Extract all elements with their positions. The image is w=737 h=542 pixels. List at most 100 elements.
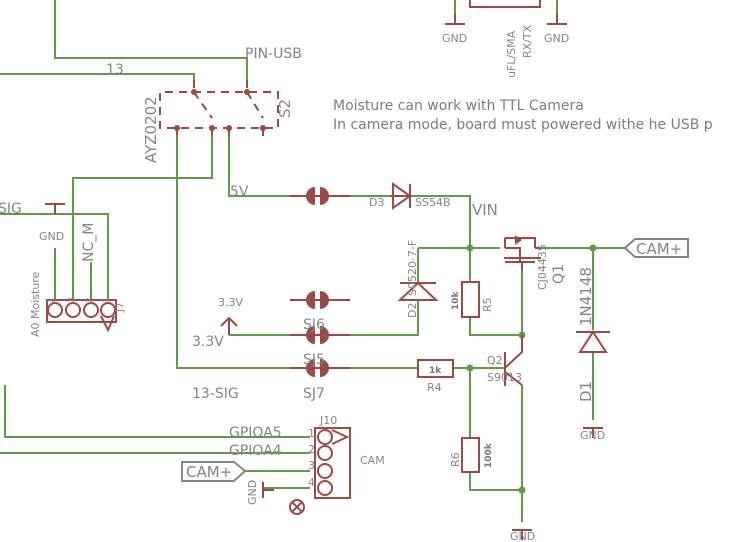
switch-pin: [209, 125, 215, 131]
note-line-1: Moisture can work with TTL Camera: [333, 98, 584, 114]
connector-pin: [65, 302, 81, 318]
mosfet-q1: [504, 237, 541, 270]
gnd-label: GND: [442, 32, 467, 45]
transistor-q2: [504, 335, 523, 386]
j10-pin: 2: [308, 443, 315, 456]
d1-value: 1N4148: [577, 267, 595, 326]
gnd-label: GND: [39, 230, 64, 243]
junction-dot: [518, 486, 526, 494]
wire: [469, 472, 522, 491]
q2-value: S9013: [487, 371, 522, 384]
r6-name: R6: [449, 452, 462, 467]
switch-name: S2: [276, 99, 294, 118]
wire: [330, 300, 419, 336]
no-connect-marker: [289, 499, 305, 515]
gnd-symbol: [262, 482, 274, 498]
connector-pin: [317, 445, 333, 461]
connector-pin: [100, 302, 116, 318]
j7-pin: 4: [49, 297, 59, 303]
net-label-13-sig: 13-SIG: [192, 386, 239, 402]
r5-name: R5: [481, 297, 494, 312]
wire: [0, 73, 195, 80]
net-label-pin-usb: PIN-USB: [245, 46, 302, 62]
net-label-5v: 5V: [230, 184, 249, 200]
gnd-symbol: [45, 203, 65, 214]
wire: [54, 0, 248, 80]
j10-value: CAM: [360, 454, 385, 467]
supply-label-3v3: 3.3V: [218, 296, 243, 309]
switch-value: AYZ0202: [142, 96, 160, 163]
diode-d2: [397, 281, 439, 301]
d2-name: D2: [406, 303, 419, 318]
j7-pin: 2: [85, 297, 95, 303]
sj5-label: SJ5: [303, 352, 325, 368]
diode-d1: [576, 330, 610, 353]
r6-value: 100k: [484, 442, 494, 468]
resistor-r5: [461, 281, 480, 318]
wire: [72, 135, 213, 300]
d3-value: SS54B: [415, 196, 451, 209]
junction-dot: [466, 244, 474, 252]
wires: [0, 0, 625, 522]
net-label-3v3: 3.3V: [192, 334, 224, 350]
net-label-vin: VIN: [472, 201, 498, 219]
pin-label-ufl-sma: uFL/SMA: [505, 30, 518, 78]
net-label-gpioa4: GPIOA4: [229, 443, 282, 459]
r4-value: 1k: [429, 366, 442, 376]
d3-name: D3: [369, 196, 384, 209]
gnd-label: GND: [510, 530, 535, 542]
wire: [228, 135, 300, 197]
j7-pin: 1: [102, 297, 112, 303]
net-label-sig: SIG: [0, 201, 22, 217]
no-connect-cross: [291, 501, 303, 513]
diode-d3: [390, 182, 412, 210]
j10-pin: 1: [308, 427, 315, 440]
q1-name: Q1: [551, 264, 567, 284]
net-label-nc-m: NC_M: [81, 223, 97, 262]
parts: [45, 0, 610, 540]
solder-jumper: [306, 359, 329, 377]
connector-pin: [47, 302, 63, 318]
wire: [176, 135, 300, 369]
resistor-r6: [461, 437, 480, 473]
switch-s2: [159, 80, 279, 142]
q2-name: Q2: [487, 354, 503, 367]
pin1-marker: [331, 429, 350, 445]
j7-value: A0 Moisture: [29, 271, 42, 337]
solder-jumper: [306, 291, 329, 309]
wire: [410, 195, 471, 248]
pin-label-rx-tx: RX/TX: [521, 24, 534, 58]
sj7-label: SJ7: [303, 386, 325, 402]
connector-j7: [46, 299, 117, 323]
supply-3v3-symbol: [220, 316, 238, 335]
solder-jumper: [306, 326, 329, 344]
r5-value: 10k: [451, 290, 461, 310]
gnd-label: GND: [544, 32, 569, 45]
connector-pin: [317, 463, 333, 479]
port-cam-plus-left: CAM+: [181, 461, 247, 482]
j10-pin: 3: [308, 459, 315, 472]
junction-dot: [589, 244, 597, 252]
switch-pin: [260, 125, 266, 131]
wire: [469, 317, 522, 336]
connector-pin: [317, 480, 333, 496]
connector-j10: [314, 427, 351, 499]
j7-pin: 3: [67, 297, 77, 303]
note-line-2: In camera mode, board must powered withe…: [333, 117, 713, 133]
switch-pin: [226, 125, 232, 131]
module-outline: [469, 0, 541, 8]
gnd-symbol: [547, 14, 567, 25]
switch-pin: [174, 125, 180, 131]
gnd-symbol: [512, 529, 532, 540]
q1-value: CJ04435: [536, 244, 549, 290]
connector-pin: [83, 302, 99, 318]
switch-pin: [244, 89, 250, 95]
junction-dot: [466, 364, 474, 372]
j10-name: J10: [319, 414, 337, 427]
wire: [0, 213, 109, 300]
r4-name: R4: [427, 381, 442, 394]
j7-name: J7: [113, 302, 126, 313]
d1-name: D1: [577, 381, 595, 402]
sj6-label: SJ6: [303, 317, 325, 333]
net-label-gpioa5: GPIOA5: [229, 425, 282, 441]
